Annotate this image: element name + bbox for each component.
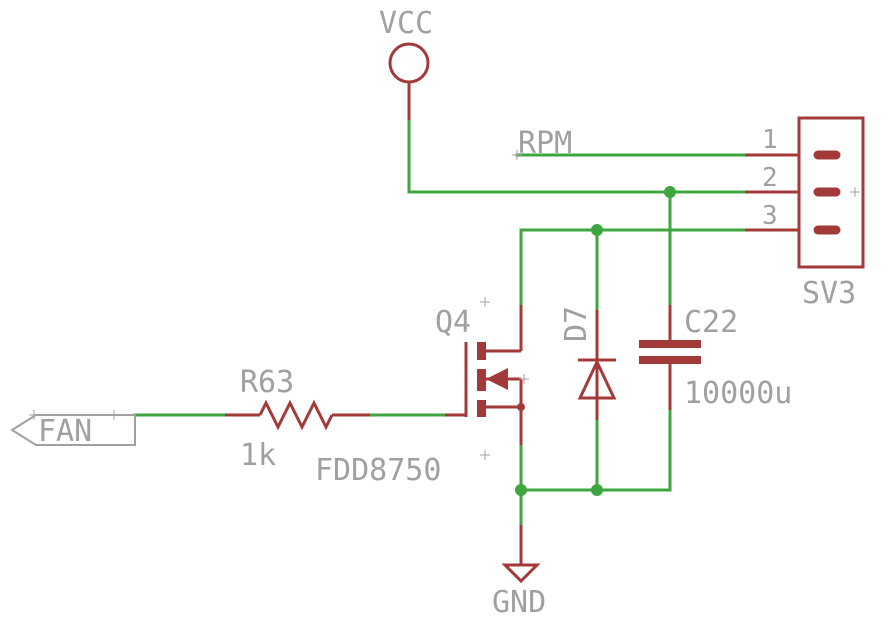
sv3-name: SV3: [802, 276, 856, 311]
connector-sv3: 1 2 3 SV3: [745, 116, 865, 311]
junction-drain-diode: [591, 224, 603, 236]
rpm-label: RPM: [518, 126, 572, 161]
junction-source-gnd: [515, 484, 527, 496]
c22-name: C22: [684, 305, 738, 340]
d7-name: D7: [559, 306, 594, 342]
sv3-pin-2: 2: [762, 163, 778, 193]
wire-drain: [519, 228, 747, 307]
sv3-pin-3: 3: [762, 201, 778, 231]
vcc-supply-symbol: VCC: [379, 6, 433, 120]
gnd-symbol: GND: [492, 525, 546, 620]
fan-port: FAN: [10, 410, 136, 449]
r63-value: 1k: [240, 438, 276, 473]
q4-value: FDD8750: [315, 453, 441, 488]
q4-name: Q4: [435, 305, 471, 340]
r63-name: R63: [240, 365, 294, 400]
junction-diode-gnd: [591, 484, 603, 496]
junctions: [515, 186, 676, 496]
mosfet-q4: Q4 FDD8750: [315, 297, 529, 488]
sv3-pin-1: 1: [762, 125, 778, 155]
vcc-label: VCC: [379, 6, 433, 41]
rpm-net-label: RPM: [512, 126, 572, 161]
resistor-r63: R63 1k: [225, 365, 370, 473]
diode-d7: D7: [559, 306, 617, 420]
fan-label: FAN: [38, 414, 92, 449]
c22-value: 10000u: [684, 376, 792, 411]
junction-vcc-cap: [664, 186, 676, 198]
gnd-label: GND: [492, 585, 546, 620]
capacitor-c22: C22 10000u: [639, 305, 792, 411]
wire-gnd-bus: [519, 408, 672, 492]
wire-vcc: [407, 118, 747, 194]
